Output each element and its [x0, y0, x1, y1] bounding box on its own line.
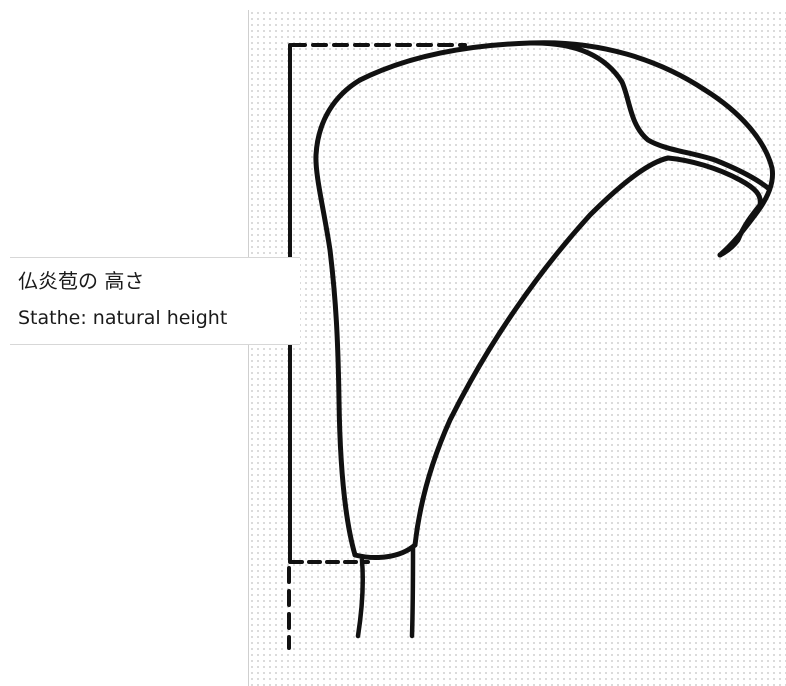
stalk-right — [409, 545, 416, 639]
spathe-top-rim — [357, 40, 771, 191]
dotted-grid-canvas — [248, 10, 786, 686]
label-japanese: 仏炎苞の 高さ — [18, 269, 145, 293]
label-english: Stathe: natural height — [18, 307, 228, 329]
spathe-left-edge — [313, 77, 363, 558]
spathe-inner-curl — [665, 155, 763, 258]
spathe-base — [352, 542, 418, 561]
spathe-right-edge — [412, 155, 671, 548]
spathe-outer-curl — [527, 40, 776, 258]
stalk-left — [355, 557, 366, 639]
spathe-height-label: 仏炎苞の 高さ Stathe: natural height — [10, 257, 300, 345]
